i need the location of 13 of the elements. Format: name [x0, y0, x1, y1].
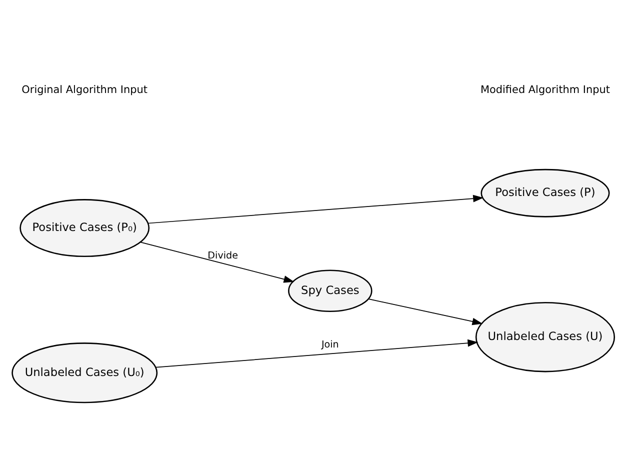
node-ellipse: Unlabeled Cases (U) [475, 301, 616, 372]
arrow [368, 298, 483, 325]
arrow [155, 338, 478, 368]
edge-label: Divide [208, 250, 238, 261]
node-ellipse: Positive Cases (P) [480, 168, 610, 217]
node-ellipse: Spy Cases [288, 269, 372, 312]
node-ellipse: Unlabeled Cases (U₀) [12, 342, 158, 403]
arrow [148, 194, 484, 224]
arrow [140, 241, 294, 282]
label: Original Algorithm Input [22, 83, 148, 96]
edge-label: Join [321, 338, 339, 350]
node-ellipse: Positive Cases (P₀) [20, 198, 150, 257]
label: Modified Algorithm Input [480, 83, 610, 96]
